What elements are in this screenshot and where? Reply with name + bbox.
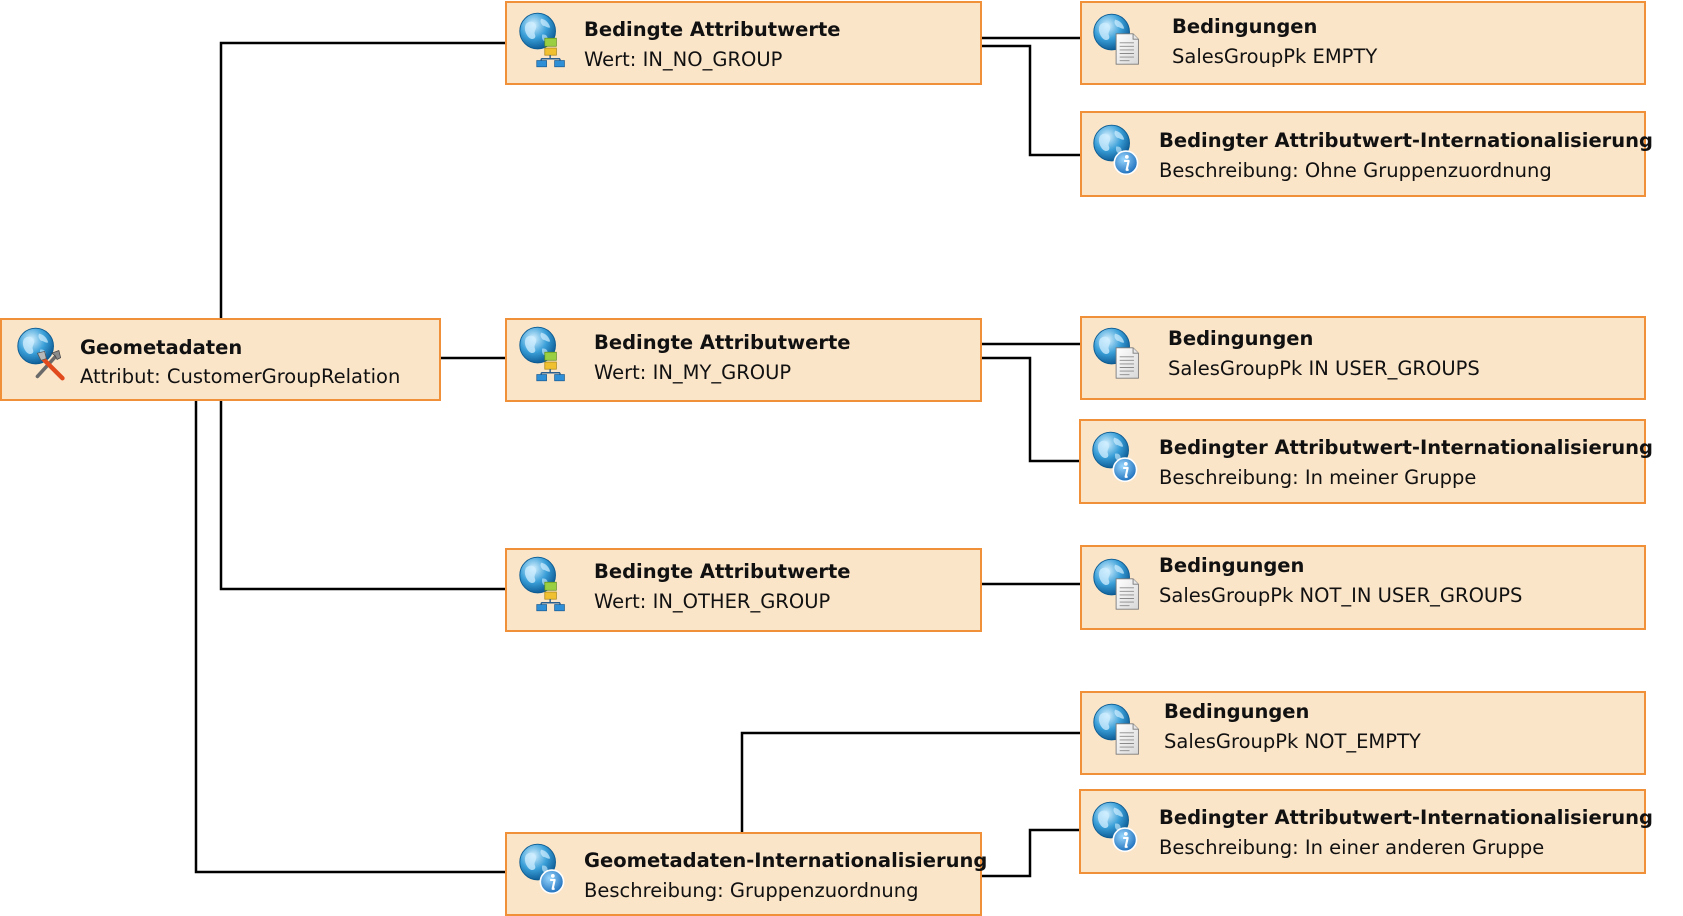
edge-geo-cond4 xyxy=(740,731,1080,832)
node-bedingter-attributwert-i18n-2: Bedingter Attributwert-Internationalisie… xyxy=(1079,419,1653,504)
node-bedingungen-4: Bedingungen SalesGroupPk NOT_EMPTY xyxy=(1080,691,1646,775)
node-subtitle: Wert: IN_MY_GROUP xyxy=(594,361,792,384)
globe-info-icon xyxy=(1092,123,1142,181)
node-bedingungen-3: Bedingungen SalesGroupPk NOT_IN USER_GRO… xyxy=(1080,545,1646,630)
globe-hierarchy-icon xyxy=(518,555,568,613)
node-geometadaten-internationalisierung: Geometadaten-Internationalisierung Besch… xyxy=(505,832,987,916)
node-bedingte-attributwerte-3: Bedingte Attributwerte Wert: IN_OTHER_GR… xyxy=(505,548,982,632)
node-bedingte-attributwerte-2: Bedingte Attributwerte Wert: IN_MY_GROUP xyxy=(505,318,982,402)
globe-document-icon xyxy=(1092,702,1142,760)
node-title: Bedingte Attributwerte xyxy=(594,331,851,354)
node-title: Bedingungen xyxy=(1168,327,1314,350)
node-subtitle: Wert: IN_OTHER_GROUP xyxy=(594,590,831,613)
globe-hierarchy-icon xyxy=(518,11,568,69)
node-title: Bedingungen xyxy=(1159,554,1305,577)
node-subtitle: Wert: IN_NO_GROUP xyxy=(584,48,783,71)
node-subtitle: Beschreibung: Ohne Gruppenzuordnung xyxy=(1159,159,1552,182)
edge-root-cav1 xyxy=(219,41,505,318)
node-title: Bedingte Attributwerte xyxy=(594,560,851,583)
globe-hierarchy-icon xyxy=(518,325,568,383)
node-subtitle: SalesGroupPk NOT_EMPTY xyxy=(1164,730,1421,753)
node-title: Bedingungen xyxy=(1172,15,1318,38)
node-geometadaten-root: Geometadaten Attribut: CustomerGroupRela… xyxy=(0,318,441,401)
node-subtitle: SalesGroupPk EMPTY xyxy=(1172,45,1378,68)
node-subtitle: Beschreibung: In meiner Gruppe xyxy=(1159,466,1477,489)
node-title: Bedingungen xyxy=(1164,700,1310,723)
node-bedingte-attributwerte-1: Bedingte Attributwerte Wert: IN_NO_GROUP xyxy=(505,1,982,85)
globe-info-icon xyxy=(518,842,568,900)
node-bedingter-attributwert-i18n-3: Bedingter Attributwert-Internationalisie… xyxy=(1079,789,1653,874)
node-title: Geometadaten xyxy=(80,336,243,359)
edge-root-geo-i18n xyxy=(194,400,505,874)
node-bedingter-attributwert-i18n-1: Bedingter Attributwert-Internationalisie… xyxy=(1080,111,1653,197)
node-subtitle: Beschreibung: Gruppenzuordnung xyxy=(584,879,919,902)
edge-cav2-i18n2 xyxy=(981,356,1080,463)
edge-geo-i18n3 xyxy=(981,828,1080,878)
node-title: Bedingte Attributwerte xyxy=(584,18,841,41)
node-title: Bedingter Attributwert-Internationalisie… xyxy=(1159,436,1654,459)
edge-cav1-i18n1 xyxy=(981,44,1080,157)
node-title: Geometadaten-Internationalisierung xyxy=(584,849,988,872)
node-subtitle: Attribut: CustomerGroupRelation xyxy=(80,365,401,388)
globe-tools-icon xyxy=(16,326,66,384)
node-title: Bedingter Attributwert-Internationalisie… xyxy=(1159,806,1654,829)
globe-document-icon xyxy=(1092,326,1142,384)
node-subtitle: SalesGroupPk IN USER_GROUPS xyxy=(1168,357,1480,380)
node-bedingungen-1: Bedingungen SalesGroupPk EMPTY xyxy=(1080,1,1646,85)
node-title: Bedingter Attributwert-Internationalisie… xyxy=(1159,129,1654,152)
node-subtitle: Beschreibung: In einer anderen Gruppe xyxy=(1159,836,1545,859)
edge-root-cav3 xyxy=(219,400,505,591)
globe-document-icon xyxy=(1092,12,1142,70)
globe-info-icon xyxy=(1091,430,1141,488)
globe-info-icon xyxy=(1091,800,1141,858)
globe-document-icon xyxy=(1092,557,1142,615)
node-bedingungen-2: Bedingungen SalesGroupPk IN USER_GROUPS xyxy=(1080,316,1646,400)
node-subtitle: SalesGroupPk NOT_IN USER_GROUPS xyxy=(1159,584,1523,607)
